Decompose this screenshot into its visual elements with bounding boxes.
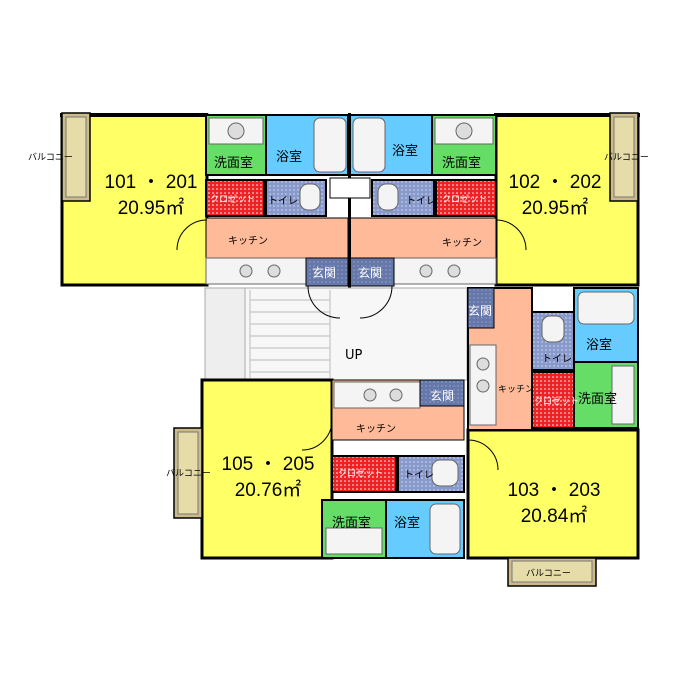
toilet-101-label: トイレ xyxy=(268,196,298,207)
stairs-up-label: UP xyxy=(345,348,363,363)
unit-105-area: 20.76㎡ xyxy=(234,480,302,501)
entrance-105-label: 玄関 xyxy=(430,389,455,403)
unit-103-label: 103 ・ 203 20.84㎡ xyxy=(496,478,612,530)
entrance-102-label: 玄関 xyxy=(358,266,383,280)
kitchen-102-label: キッチン xyxy=(442,238,482,249)
balcony-103-label: バルコニー xyxy=(526,569,571,579)
bath-103-label: 浴室 xyxy=(586,338,613,353)
unit-105-label: 105 ・ 205 20.76㎡ xyxy=(210,452,326,504)
unit-101-area: 20.95㎡ xyxy=(117,198,185,219)
bath-102-label: 浴室 xyxy=(392,144,419,159)
unit-105 xyxy=(173,378,465,560)
unit-102 xyxy=(349,112,640,287)
closet-105 xyxy=(331,455,397,493)
entrance-103 xyxy=(467,287,495,329)
kitchen-101-label: キッチン xyxy=(228,236,268,247)
kitchen-102 xyxy=(349,217,497,261)
unit-101-label: 101 ・ 201 20.95㎡ xyxy=(96,170,206,222)
unit-105-number: 105 ・ 205 xyxy=(221,454,315,475)
washroom-105-label: 洗面室 xyxy=(332,516,372,531)
unit-101-number: 101 ・ 201 xyxy=(104,172,198,193)
toilet-103-label: トイレ xyxy=(542,354,572,365)
unit-102-number: 102 ・ 202 xyxy=(508,172,602,193)
closet-102 xyxy=(435,179,497,217)
closet-105-label: クロゼット xyxy=(338,469,384,479)
unit-102-area: 20.95㎡ xyxy=(521,198,589,219)
unit-103 xyxy=(466,287,640,587)
washroom-103-label: 洗面室 xyxy=(578,392,618,407)
closet-101-label: クロゼット xyxy=(210,195,256,205)
unit-102-label: 102 ・ 202 20.95㎡ xyxy=(500,170,610,222)
toilet-105-label: トイレ xyxy=(404,470,434,481)
unit-103-number: 103 ・ 203 xyxy=(507,480,601,501)
entrance-103-label: 玄関 xyxy=(468,304,493,318)
balcony-102-label: バルコニー xyxy=(604,153,649,163)
bath-101-label: 浴室 xyxy=(276,150,303,165)
closet-103 xyxy=(531,371,575,429)
entrance-101-label: 玄関 xyxy=(312,266,337,280)
bath-105-label: 浴室 xyxy=(394,516,421,531)
washroom-102-label: 洗面室 xyxy=(442,156,482,171)
balcony-101-label: バルコニー xyxy=(28,153,73,163)
closet-102-label: クロゼット xyxy=(442,195,488,205)
closet-101 xyxy=(205,179,265,217)
washroom-101-label: 洗面室 xyxy=(214,156,254,171)
unit-103-area: 20.84㎡ xyxy=(520,506,588,527)
door-swings xyxy=(176,219,527,471)
entrance-105 xyxy=(419,379,465,407)
kitchen-105-label: キッチン xyxy=(356,424,396,435)
kitchen-103-label: キッチン xyxy=(498,385,535,395)
balcony-105-label: バルコニー xyxy=(166,469,211,479)
entrance-102 xyxy=(349,257,395,287)
stair-area xyxy=(204,287,468,381)
closet-103-label: クロゼット xyxy=(534,397,580,407)
unit-101 xyxy=(60,112,349,287)
toilet-102-label: トイレ xyxy=(406,196,436,207)
